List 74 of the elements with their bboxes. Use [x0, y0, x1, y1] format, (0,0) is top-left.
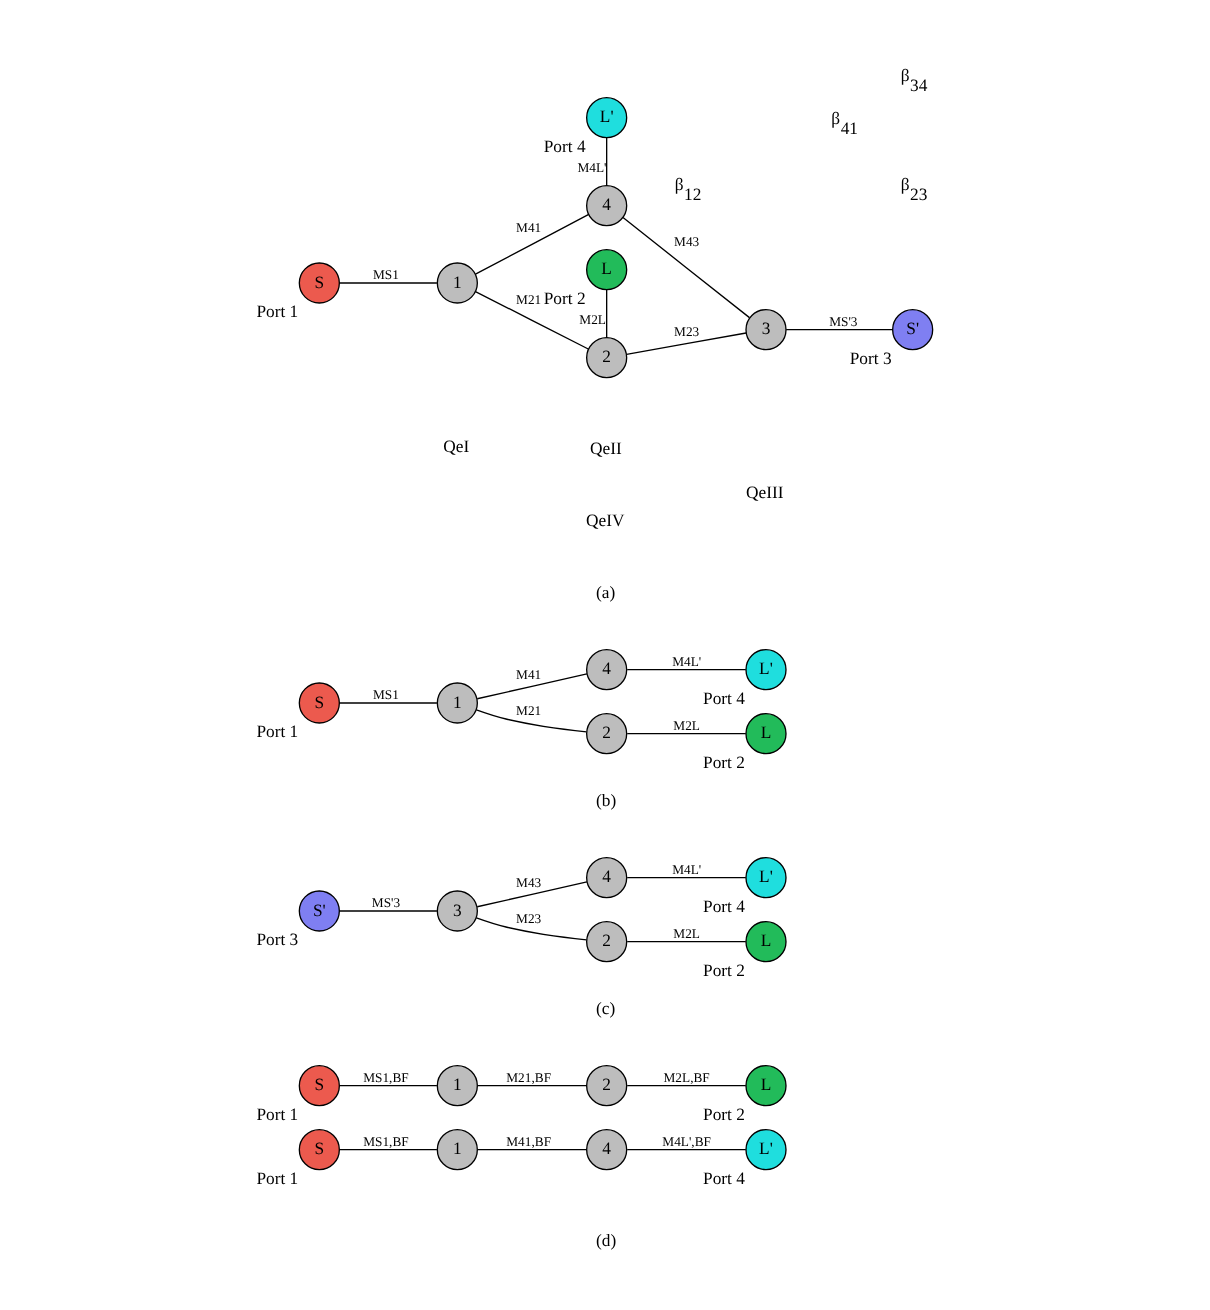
connector [476, 1149, 587, 1151]
node-circle: L' [585, 97, 627, 139]
connector [625, 941, 746, 943]
node-circle: 4 [585, 185, 627, 227]
node-circle: S [297, 1129, 339, 1171]
connector [337, 1085, 437, 1087]
connector [625, 1085, 746, 1087]
node-circle: 4 [585, 857, 627, 899]
node-circle: 3 [744, 309, 786, 351]
node-circle: L' [744, 857, 786, 899]
node-label: Port 3 [255, 928, 298, 949]
node-circle: L' [744, 1129, 786, 1171]
node-circle: S' [891, 309, 933, 351]
node-circle: 3 [435, 890, 477, 932]
node-circle: L [585, 249, 627, 291]
label: QeIV [585, 510, 624, 531]
node-label: Port 1 [255, 1167, 298, 1188]
connector [337, 910, 437, 912]
node-circle: L [744, 713, 786, 755]
connector [474, 709, 587, 733]
label: QeIII [745, 482, 783, 503]
node-label: Port 2 [702, 751, 744, 772]
node-circle: L' [744, 649, 786, 691]
node-label: Port 4 [702, 1167, 744, 1188]
connector [621, 216, 750, 319]
node-circle: 4 [585, 649, 627, 691]
node-circle: 2 [585, 1065, 627, 1107]
node-label: Port 4 [702, 895, 744, 916]
node-circle: L [744, 921, 786, 963]
node-label: Port 1 [255, 1103, 298, 1124]
connector [605, 289, 607, 339]
connector [605, 137, 607, 187]
connector [474, 917, 587, 941]
node-circle: L [744, 1065, 786, 1107]
node-label: Port 4 [542, 135, 585, 156]
node-circle: 2 [585, 921, 627, 963]
connector [625, 733, 746, 735]
connector [337, 702, 437, 704]
node-circle: S [297, 682, 339, 724]
connector [473, 290, 588, 350]
node-circle: 1 [435, 262, 477, 304]
node-circle: S [297, 1065, 339, 1107]
label: QeI [442, 435, 469, 456]
label: (a) [595, 582, 615, 603]
node-label: Port 3 [848, 347, 891, 368]
connector [337, 282, 437, 284]
connector [624, 332, 746, 355]
node-circle: 4 [585, 1129, 627, 1171]
node-label: Port 2 [542, 287, 585, 308]
connector [476, 1085, 587, 1087]
node-circle: 2 [585, 337, 627, 379]
node-label: Port 1 [255, 720, 298, 741]
connector [475, 881, 587, 908]
node-label: Port 1 [255, 300, 298, 321]
node-circle: 2 [585, 713, 627, 755]
connector [784, 329, 893, 331]
node-circle: 1 [435, 682, 477, 724]
connector [625, 877, 746, 879]
connector [625, 669, 746, 671]
node-label: Port 4 [702, 687, 744, 708]
label: (d) [595, 1230, 616, 1251]
connector [625, 1149, 746, 1151]
connector [473, 214, 588, 275]
node-circle: S' [297, 890, 339, 932]
node-label: Port 2 [702, 1103, 744, 1124]
connector [337, 1149, 437, 1151]
label: (c) [595, 998, 615, 1019]
label: QeII [589, 438, 621, 459]
node-label: Port 2 [702, 959, 744, 980]
label: (b) [595, 790, 616, 811]
connector [475, 673, 587, 700]
node-circle: 1 [435, 1129, 477, 1171]
node-circle: S [297, 262, 339, 304]
node-circle: 1 [435, 1065, 477, 1107]
